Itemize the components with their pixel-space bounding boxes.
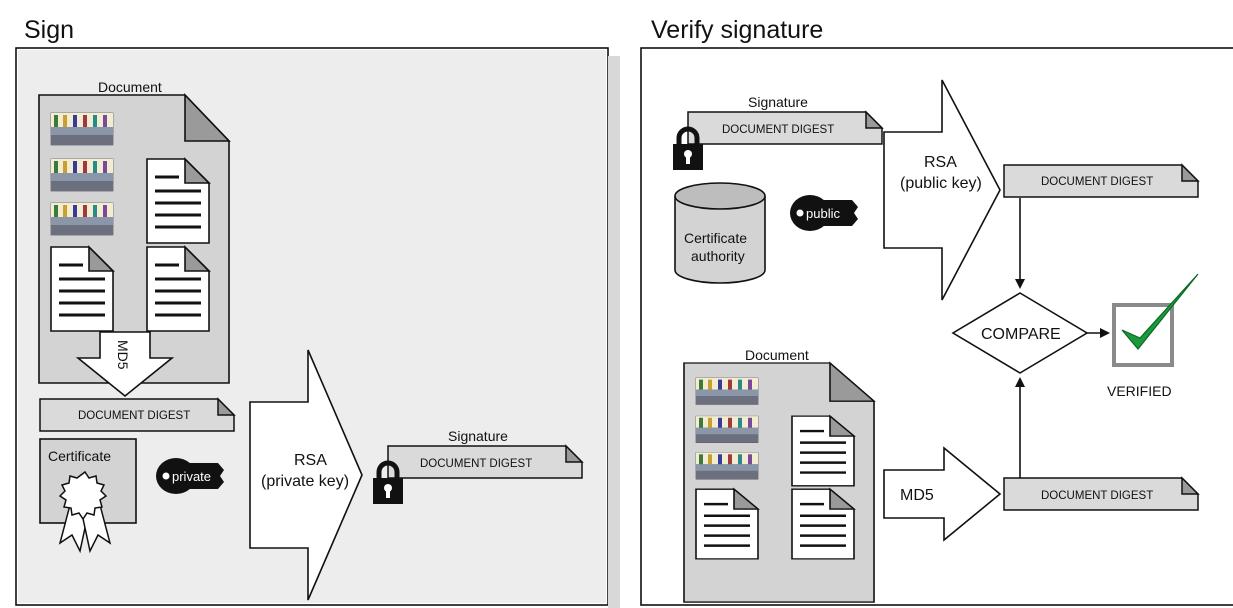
- verify-document-label: Document: [745, 347, 809, 363]
- verify-signature-digest-label: DOCUMENT DIGEST: [722, 124, 834, 136]
- sign-digest-label: DOCUMENT DIGEST: [78, 410, 190, 422]
- sign-document-label: Document: [98, 79, 162, 95]
- sign-signature-digest-label: DOCUMENT DIGEST: [420, 458, 532, 470]
- certificate-icon: [39, 438, 137, 554]
- public-key-icon: [790, 195, 858, 231]
- sign-rsa-label-line1: RSA: [294, 452, 327, 469]
- verify-signature-label: Signature: [748, 94, 808, 110]
- verified-label: VERIFIED: [1107, 383, 1172, 399]
- private-key-label: private: [172, 469, 211, 484]
- verify-rsa-label-line2: (public key): [900, 175, 982, 192]
- verified-check-icon: [1112, 273, 1199, 367]
- certificate-authority-icon: [674, 182, 766, 284]
- compare-diamond: [951, 292, 1089, 374]
- public-key-label: public: [806, 206, 840, 221]
- sign-md5-label: MD5: [115, 340, 131, 370]
- verify-rsa-digest-label: DOCUMENT DIGEST: [1041, 176, 1153, 188]
- sign-rsa-label-line2: (private key): [261, 473, 349, 490]
- verify-md5-label: MD5: [900, 487, 934, 504]
- verify-document-icon: [684, 363, 874, 602]
- sign-md5-arrow: MD5: [75, 331, 175, 398]
- verify-md5-arrow: [883, 446, 1002, 542]
- ca-label-line1: Certificate: [684, 230, 747, 246]
- certificate-label: Certificate: [48, 448, 111, 464]
- verify-panel: Verify signature Signature DOCUMENT DIGE…: [640, 16, 1233, 606]
- sign-title: Sign: [24, 16, 74, 44]
- verify-title: Verify signature: [651, 16, 823, 44]
- verify-rsa-label-line1: RSA: [924, 154, 957, 171]
- compare-label: COMPARE: [981, 326, 1061, 343]
- sign-signature-label: Signature: [448, 428, 508, 444]
- verify-rsa-arrow: [883, 79, 1001, 301]
- private-key-icon: [156, 458, 224, 494]
- verify-md5-digest-label: DOCUMENT DIGEST: [1041, 490, 1153, 502]
- sign-rsa-arrow: [249, 349, 363, 601]
- sign-panel: Sign Document MD5 DOCUMENT DIGEST Certif…: [15, 16, 620, 608]
- ca-label-line2: authority: [691, 248, 745, 264]
- sign-panel-shadow: [608, 56, 620, 608]
